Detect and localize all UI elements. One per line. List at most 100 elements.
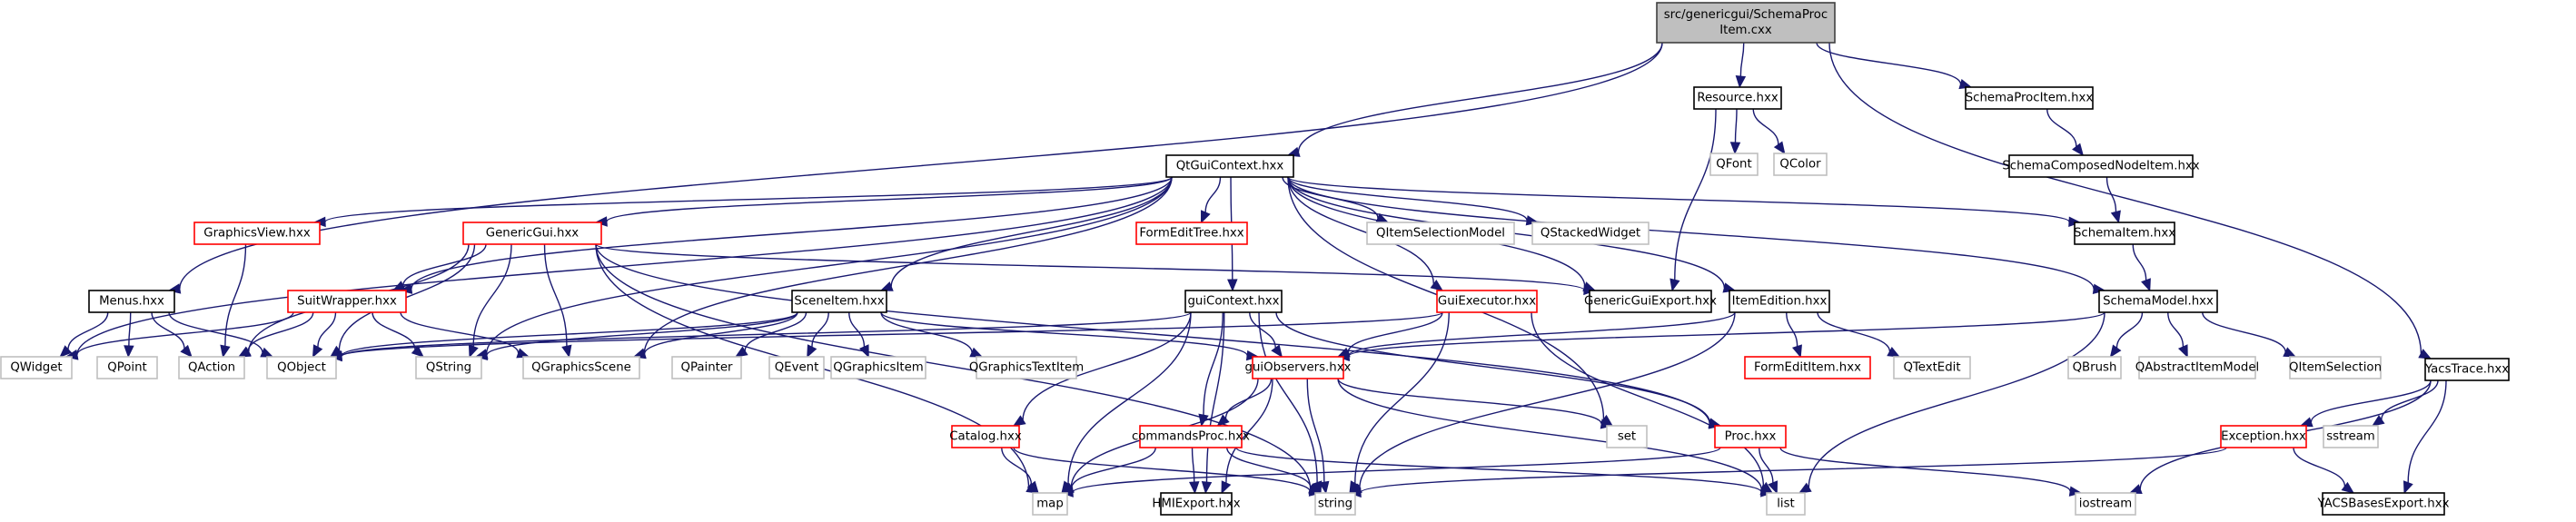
edge-scene-item-to-qobject bbox=[341, 311, 798, 357]
edge-root-to-yacs-trace bbox=[1828, 42, 2422, 354]
node-graphics-view[interactable]: GraphicsView.hxx bbox=[193, 222, 321, 245]
node-root[interactable]: src/genericgui/SchemaProcItem.cxx bbox=[1656, 2, 1836, 44]
arrowhead-qt-gui-context-to-form-edit-tree bbox=[1200, 210, 1211, 224]
node-resource[interactable]: Resource.hxx bbox=[1693, 86, 1782, 110]
edge-suit-wrapper-to-qobject bbox=[317, 311, 337, 348]
arrowhead-suit-wrapper-to-qaction bbox=[237, 346, 252, 358]
node-commands-proc[interactable]: commandsProc.hxx bbox=[1132, 425, 1250, 448]
edge-schema-model-to-qitem-selection bbox=[2202, 311, 2286, 352]
node-label: QItemSelection bbox=[2289, 361, 2382, 375]
edge-gui-executor-to-gui-observers bbox=[1347, 311, 1443, 353]
node-label: QPoint bbox=[107, 361, 146, 375]
node-box bbox=[1729, 290, 1830, 313]
node-yacsbases-export[interactable]: YACSBasesExport.hxx bbox=[2317, 492, 2450, 516]
node-label: map bbox=[1036, 497, 1064, 511]
node-label: QAction bbox=[188, 361, 235, 375]
edge-scene-item-to-qpainter bbox=[744, 311, 807, 351]
node-generic-gui-export[interactable]: GenericGuiExport.hxx bbox=[1584, 290, 1717, 313]
edge-menus-to-qpoint bbox=[128, 311, 132, 347]
edge-qt-gui-context-to-form-edit-tree bbox=[1204, 176, 1222, 212]
node-box bbox=[1139, 425, 1243, 448]
edge-suit-wrapper-to-qgraphics-scene bbox=[400, 311, 520, 354]
node-gui-context[interactable]: guiContext.hxx bbox=[1184, 290, 1283, 313]
edge-menus-to-qobject bbox=[168, 311, 263, 353]
edge-resource-to-generic-gui-export bbox=[1674, 108, 1717, 281]
edge-scene-item-to-gui-observers bbox=[880, 311, 1248, 357]
node-schema-proc-item-h[interactable]: SchemaProcItem.hxx bbox=[1965, 86, 2094, 110]
node-hmiexport[interactable]: HMIExport.hxx bbox=[1152, 492, 1241, 516]
node-schema-item[interactable]: SchemaItem.hxx bbox=[2074, 222, 2175, 245]
edge-scene-item-to-qgraphics-text-item bbox=[880, 311, 973, 353]
node-form-edit-item[interactable]: FormEditItem.hxx bbox=[1744, 356, 1871, 379]
node-generic-gui[interactable]: GenericGui.hxx bbox=[462, 222, 602, 245]
edge-menus-to-qaction bbox=[151, 311, 185, 350]
node-gui-executor[interactable]: GuiExecutor.hxx bbox=[1436, 290, 1538, 313]
edge-qt-gui-context-to-schema-model bbox=[1287, 176, 2095, 290]
node-label: GenericGui.hxx bbox=[486, 227, 580, 241]
node-suit-wrapper[interactable]: SuitWrapper.hxx bbox=[287, 290, 407, 313]
arrowhead-scene-item-to-qevent bbox=[807, 344, 817, 359]
node-label: QPainter bbox=[680, 361, 733, 375]
node-catalog[interactable]: Catalog.hxx bbox=[949, 425, 1022, 448]
edge-schema-model-to-qbrush bbox=[2115, 311, 2144, 349]
arrowhead-schema-model-to-qbrush bbox=[2109, 344, 2122, 359]
arrowhead-gui-observers-to-hmiexport bbox=[1221, 480, 1232, 495]
edge-gui-context-to-qobject bbox=[341, 311, 1192, 358]
node-box bbox=[415, 356, 482, 379]
edge-gui-context-to-gui-observers bbox=[1249, 311, 1276, 349]
node-label: GuiExecutor.hxx bbox=[1438, 295, 1536, 309]
edge-yacs-trace-to-sstream bbox=[2381, 379, 2439, 420]
edge-qt-gui-context-to-gui-executor bbox=[1287, 176, 1435, 284]
node-schema-composed-node-item[interactable]: SchemaComposedNodeItem.hxx bbox=[2002, 154, 2200, 178]
node-proc[interactable]: Proc.hxx bbox=[1714, 425, 1787, 448]
edge-exception-to-string bbox=[1360, 447, 2227, 494]
node-qgraphics-scene: QGraphicsScene bbox=[522, 356, 640, 379]
arrowhead-commands-proc-to-hmiexport bbox=[1189, 481, 1200, 495]
edge-generic-gui-to-string bbox=[595, 243, 1312, 490]
node-menus[interactable]: Menus.hxx bbox=[88, 290, 175, 313]
edge-proc-to-iostream bbox=[1779, 447, 2071, 492]
edge-qt-gui-context-to-suit-wrapper bbox=[411, 176, 1173, 290]
node-label: QAbstractItemModel bbox=[2135, 361, 2259, 375]
node-label: QColor bbox=[1779, 158, 1821, 172]
node-box bbox=[1314, 492, 1356, 516]
edge-generic-gui-to-generic-gui-export bbox=[595, 243, 1585, 291]
node-exception[interactable]: Exception.hxx bbox=[2220, 425, 2307, 448]
node-box bbox=[1436, 290, 1538, 313]
node-box bbox=[287, 290, 407, 313]
arrowhead-menus-to-qwidget bbox=[59, 345, 73, 358]
node-label: SchemaModel.hxx bbox=[2103, 295, 2214, 309]
node-box bbox=[1693, 86, 1782, 110]
node-box bbox=[2138, 356, 2256, 379]
node-label: Menus.hxx bbox=[99, 295, 164, 309]
arrowhead-schema-model-to-list bbox=[1798, 482, 1812, 494]
edges-layer bbox=[59, 42, 2447, 498]
node-box bbox=[2074, 222, 2175, 245]
node-box bbox=[1160, 492, 1233, 516]
node-gui-observers[interactable]: guiObservers.hxx bbox=[1245, 356, 1352, 379]
node-form-edit-tree[interactable]: FormEditTree.hxx bbox=[1135, 222, 1248, 245]
edge-gui-observers-to-set bbox=[1337, 378, 1602, 425]
node-label: Exception.hxx bbox=[2221, 430, 2306, 444]
node-qpoint: QPoint bbox=[96, 356, 158, 379]
edge-generic-gui-to-qgraphics-scene bbox=[543, 243, 568, 347]
node-box bbox=[2424, 358, 2510, 381]
arrowhead-gui-context-to-catalog bbox=[1012, 415, 1026, 427]
arrowhead-schema-item-to-schema-model bbox=[2141, 278, 2151, 292]
edge-resource-to-qcolor bbox=[1752, 108, 1779, 145]
node-item-edition[interactable]: ItemEdition.hxx bbox=[1729, 290, 1830, 313]
arrowhead-qt-gui-context-to-gui-executor bbox=[1430, 279, 1444, 291]
node-qfont: QFont bbox=[1709, 153, 1759, 176]
node-qt-gui-context[interactable]: QtGuiContext.hxx bbox=[1165, 154, 1294, 178]
edge-suit-wrapper-to-qaction bbox=[247, 311, 314, 351]
node-schema-model[interactable]: SchemaModel.hxx bbox=[2098, 290, 2218, 313]
arrowhead-suit-wrapper-to-qstring bbox=[411, 345, 424, 358]
node-label: QBrush bbox=[2073, 361, 2117, 375]
node-label: string bbox=[1318, 497, 1352, 511]
node-label: set bbox=[1618, 430, 1636, 444]
node-label: Proc.hxx bbox=[1725, 430, 1777, 444]
node-yacs-trace[interactable]: YacsTrace.hxx bbox=[2424, 358, 2510, 381]
node-label: SchemaProcItem.hxx bbox=[1966, 92, 2094, 105]
edge-gui-context-to-string bbox=[1258, 311, 1318, 483]
node-scene-item[interactable]: SceneItem.hxx bbox=[791, 290, 887, 313]
